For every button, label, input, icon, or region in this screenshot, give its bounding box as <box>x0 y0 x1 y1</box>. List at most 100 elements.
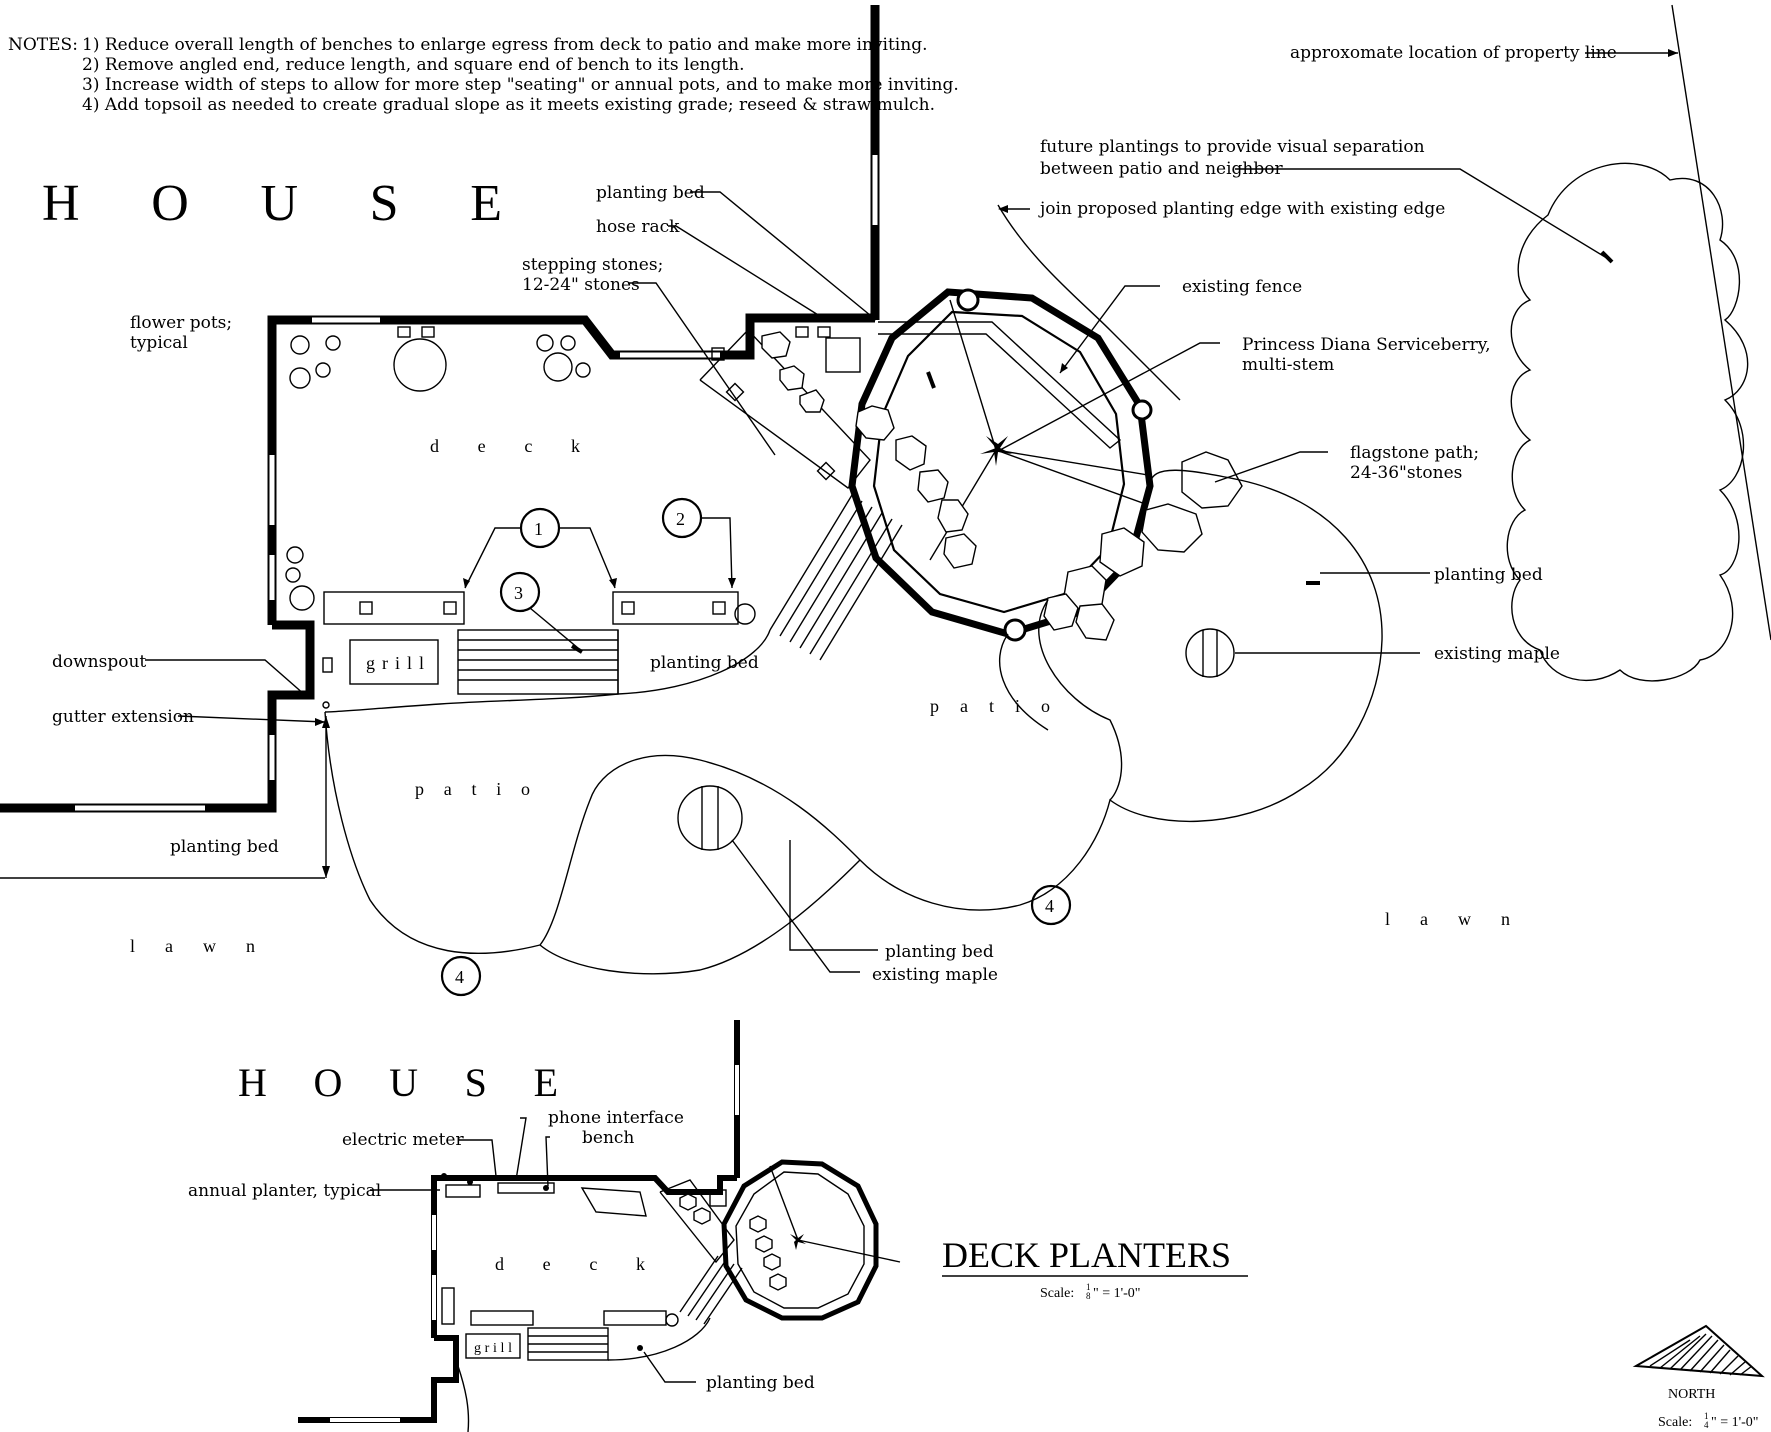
serviceberry-bed <box>848 288 1243 642</box>
flower-pot <box>286 546 304 564</box>
grill <box>349 639 439 685</box>
house-walls <box>0 5 880 813</box>
patio-label-left: p a t i o <box>415 779 530 799</box>
label-flower-pots: flower pots; <box>130 313 232 333</box>
marker-4-right <box>1030 884 1072 926</box>
existing-maples <box>677 628 1235 851</box>
north-label: NORTH <box>1668 1387 1715 1402</box>
markers: 1 2 3 4 4 <box>440 497 1072 997</box>
label-planting-bed-bottom: planting bed <box>885 942 994 962</box>
leader-lines <box>145 52 1678 973</box>
property-line <box>1671 4 1771 641</box>
notes-prefix: NOTES: <box>8 35 78 55</box>
svg-text:2: 2 <box>676 509 685 529</box>
north-scale-denominator: 4 <box>1704 1420 1709 1430</box>
lawn-label-left: l a w n <box>130 936 255 956</box>
label-hose-rack: hose rack <box>596 217 680 237</box>
stepping-stone-walkway <box>699 326 903 661</box>
house-label: H O U S E <box>42 175 502 232</box>
inset-label-annual-planter: annual planter, typical <box>188 1181 381 1201</box>
note-2: 2) Remove angled end, reduce length, and… <box>82 55 745 75</box>
note-4: 4) Add topsoil as needed to create gradu… <box>82 95 935 115</box>
bench <box>603 1310 667 1326</box>
label-property-line: approxomate location of property line <box>1290 43 1617 63</box>
label-serviceberry: Princess Diana Serviceberry, <box>1242 335 1490 355</box>
north-arrow: NORTH Scale: 1 4 " = 1'-0" <box>1632 1324 1765 1430</box>
label-flagstone-2: 24-36"stones <box>1350 463 1462 483</box>
inset-labels: electric meter phone interface bench ann… <box>188 1108 815 1393</box>
marker-3 <box>499 571 541 613</box>
label-existing-maple-bottom: existing maple <box>872 965 998 985</box>
flower-pot <box>543 352 573 382</box>
annual-planter <box>580 1187 647 1217</box>
patio-stairs <box>769 494 903 661</box>
inset-grill-label: grill <box>474 1341 512 1356</box>
inset-label-electric-meter: electric meter <box>342 1130 464 1150</box>
deck-area: d e c k g <box>285 326 771 695</box>
drawing-title: DECK PLANTERS <box>942 1235 1231 1275</box>
note-1: 1) Reduce overall length of benches to e… <box>82 35 927 55</box>
label-stepping-stones-size: 12-24" stones <box>522 275 640 295</box>
label-planting-bed-steps: planting bed <box>650 653 759 673</box>
label-stepping-stones: stepping stones; <box>522 255 663 275</box>
title-scale-prefix: Scale: <box>1040 1286 1074 1301</box>
inset-serviceberry-tree-icon <box>790 1234 806 1250</box>
inset-label-phone-interface: phone interface <box>548 1108 684 1128</box>
future-plantings-cloud <box>1506 162 1749 682</box>
inset-label-planting-bed: planting bed <box>706 1373 815 1393</box>
label-flower-pots-typical: typical <box>130 333 188 353</box>
flower-pot <box>289 367 311 389</box>
north-scale-prefix: Scale: <box>1658 1415 1692 1430</box>
bench-right <box>612 591 739 625</box>
label-planting-bed-right: planting bed <box>1434 565 1543 585</box>
flower-pot <box>325 335 341 351</box>
title-scale-suffix: " = 1'-0" <box>1093 1286 1141 1301</box>
label-flagstone: flagstone path; <box>1350 443 1479 463</box>
existing-maple-tree-icon <box>677 785 743 851</box>
existing-maple-tree-icon <box>1185 628 1235 678</box>
inset-grill <box>465 1333 521 1359</box>
inset-deck-label: d e c k <box>495 1254 645 1274</box>
main-plan-labels: flower pots; typical downspout gutter ex… <box>52 43 1617 985</box>
bench <box>497 1182 555 1194</box>
flower-pot <box>290 335 310 355</box>
label-downspout: downspout <box>52 652 146 672</box>
grill-label: grill <box>366 653 424 673</box>
flower-pot <box>575 362 591 378</box>
label-existing-fence: existing fence <box>1182 277 1302 297</box>
flower-pot <box>285 567 301 583</box>
deck-steps <box>457 629 619 695</box>
flower-pot <box>536 334 554 352</box>
svg-text:3: 3 <box>514 583 523 603</box>
flower-pot <box>734 603 756 625</box>
flower-pot <box>560 335 576 351</box>
north-scale-suffix: " = 1'-0" <box>1711 1415 1759 1430</box>
title-scale-denominator: 8 <box>1086 1291 1091 1301</box>
lawn-label-right: l a w n <box>1385 909 1510 929</box>
inset-house-label: H O U S E <box>238 1060 558 1105</box>
svg-text:1: 1 <box>534 519 543 539</box>
hose-rack <box>825 337 861 373</box>
svg-text:4: 4 <box>1045 896 1054 916</box>
label-serviceberry-2: multi-stem <box>1242 355 1334 375</box>
marker-4-left <box>440 955 482 997</box>
annual-planter <box>445 1184 481 1198</box>
label-existing-maple-right: existing maple <box>1434 644 1560 664</box>
label-planting-bed-left: planting bed <box>170 837 279 857</box>
note-3: 3) Increase width of steps to allow for … <box>82 75 959 95</box>
label-gutter-extension: gutter extension <box>52 707 194 727</box>
title-block: DECK PLANTERS Scale: 1 8 " = 1'-0" <box>942 1235 1248 1301</box>
label-join-edge: join proposed planting edge with existin… <box>1038 199 1445 219</box>
north-scale-numerator: 1 <box>1704 1411 1709 1421</box>
bench-left <box>323 591 465 625</box>
flower-pot <box>315 362 331 378</box>
flower-pot <box>289 585 315 611</box>
patio-label-right: p a t i o <box>930 696 1050 716</box>
inset-label-bench: bench <box>582 1128 634 1148</box>
deck-label: d e c k <box>430 436 580 456</box>
label-future-plantings-2: between patio and neighbor <box>1040 159 1283 179</box>
label-planting-bed-top: planting bed <box>596 183 705 203</box>
bench <box>470 1310 534 1326</box>
annual-planter <box>441 1287 455 1325</box>
